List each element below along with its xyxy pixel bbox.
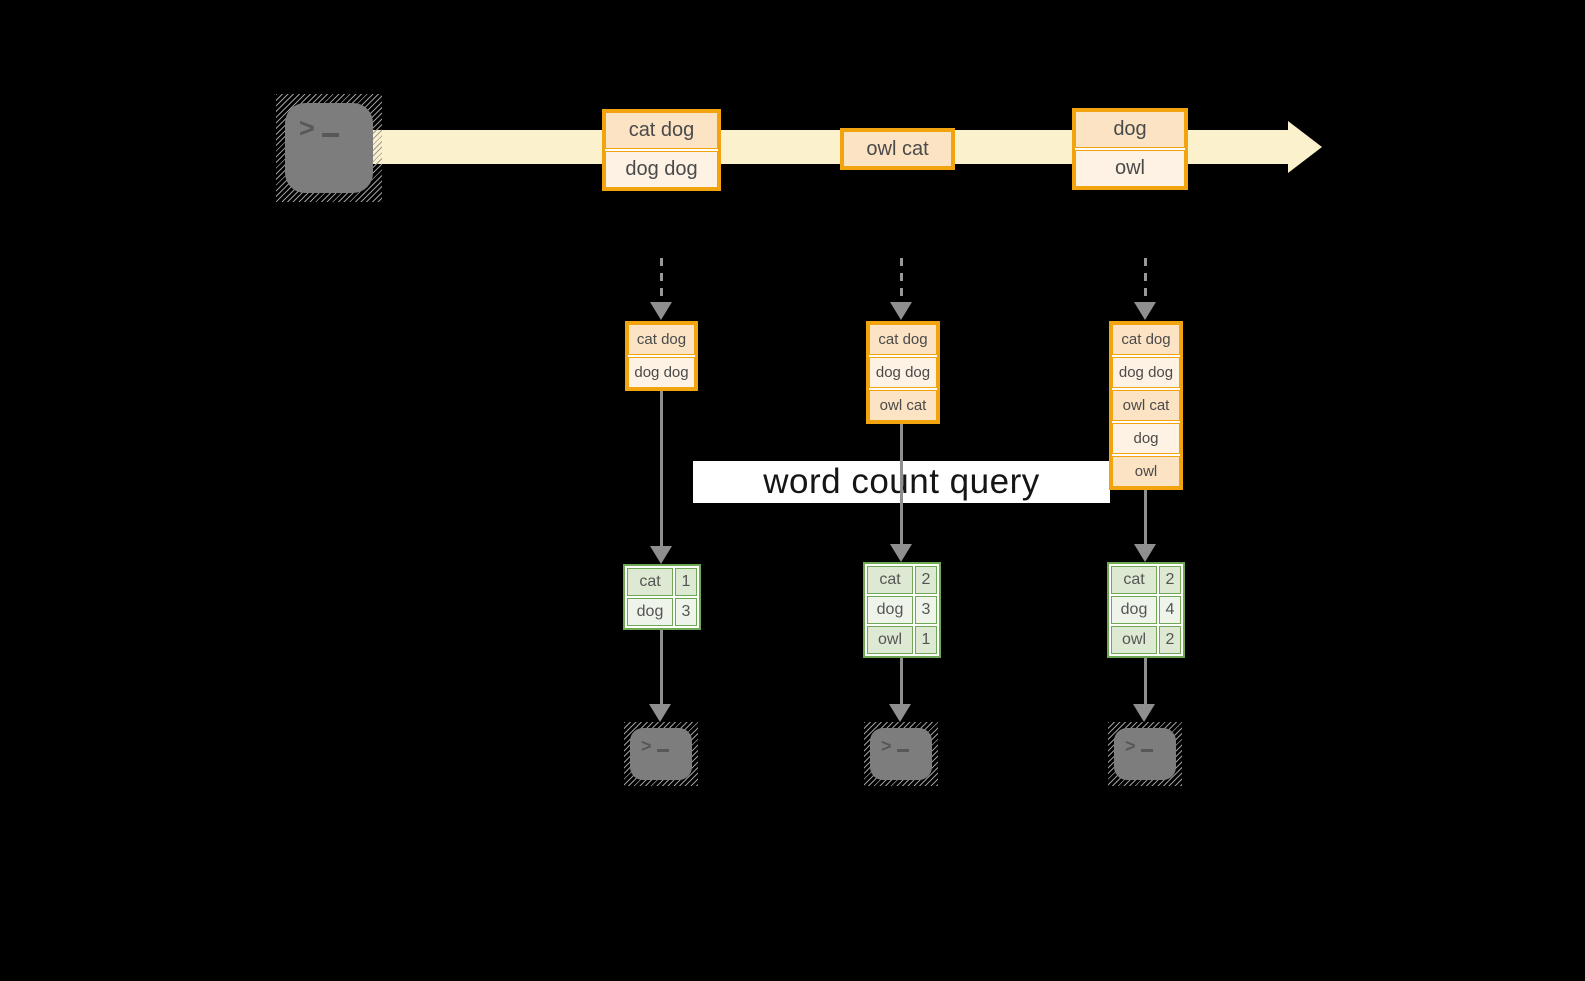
- count-cell: 4: [1159, 596, 1181, 624]
- batch-item: owl cat: [843, 131, 952, 167]
- word-cell: dog: [867, 596, 913, 624]
- prompt-cursor-icon: [656, 749, 669, 752]
- query-arrow-line: [660, 387, 663, 546]
- terminal-window-icon: >: [630, 728, 692, 780]
- input-table-2: cat dog dog dog owl cat: [866, 321, 940, 424]
- input-row: owl cat: [869, 390, 937, 421]
- sink-terminal-icon: >: [1108, 722, 1182, 786]
- terminal-prompt-icon: >: [641, 737, 692, 755]
- terminal-window-icon: >: [870, 728, 932, 780]
- output-arrowhead-icon: [649, 704, 671, 722]
- stream-batch-3: dog owl: [1072, 108, 1188, 190]
- count-cell: 1: [915, 626, 937, 654]
- batch-item: dog: [1075, 111, 1185, 148]
- prompt-chevron-icon: >: [299, 113, 315, 143]
- prompt-cursor-icon: [896, 749, 909, 752]
- input-row: cat dog: [628, 324, 695, 355]
- terminal-window-icon: >: [285, 103, 373, 193]
- input-table-1: cat dog dog dog: [625, 321, 698, 391]
- result-table-3: cat 2 dog 4 owl 2: [1107, 562, 1185, 658]
- word-cell: cat: [867, 566, 913, 594]
- microbatch-arrow-line: [660, 258, 663, 304]
- batch-item: cat dog: [605, 112, 718, 149]
- result-table-2: cat 2 dog 3 owl 1: [863, 562, 941, 658]
- query-arrowhead-icon: [650, 546, 672, 564]
- output-arrow-line: [1144, 658, 1147, 706]
- query-arrowhead-icon: [890, 544, 912, 562]
- prompt-chevron-icon: >: [1125, 736, 1136, 756]
- prompt-chevron-icon: >: [881, 736, 892, 756]
- terminal-prompt-icon: >: [881, 737, 932, 755]
- stream-batch-2: owl cat: [840, 128, 955, 170]
- sink-terminal-icon: >: [864, 722, 938, 786]
- output-arrowhead-icon: [889, 704, 911, 722]
- result-table-1: cat 1 dog 3: [623, 564, 701, 630]
- output-arrow-line: [900, 658, 903, 706]
- input-row: cat dog: [1112, 324, 1180, 355]
- prompt-chevron-icon: >: [641, 736, 652, 756]
- input-row: cat dog: [869, 324, 937, 355]
- word-cell: dog: [627, 598, 673, 626]
- batch-item: dog dog: [605, 151, 718, 188]
- count-cell: 1: [675, 568, 697, 596]
- source-terminal-icon: >: [276, 94, 382, 202]
- microbatch-arrowhead-icon: [890, 302, 912, 320]
- input-row: dog dog: [869, 357, 937, 388]
- microbatch-arrowhead-icon: [650, 302, 672, 320]
- terminal-prompt-icon: >: [1125, 737, 1176, 755]
- prompt-cursor-icon: [1140, 749, 1153, 752]
- word-cell: owl: [1111, 626, 1157, 654]
- input-row: dog: [1112, 423, 1180, 454]
- input-row: owl: [1112, 456, 1180, 487]
- word-cell: dog: [1111, 596, 1157, 624]
- input-table-3: cat dog dog dog owl cat dog owl: [1109, 321, 1183, 490]
- microbatch-arrowhead-icon: [1134, 302, 1156, 320]
- microbatch-arrow-line: [900, 258, 903, 304]
- word-cell: cat: [627, 568, 673, 596]
- count-cell: 2: [915, 566, 937, 594]
- stream-arrowhead-icon: [1288, 121, 1322, 173]
- stream-batch-1: cat dog dog dog: [602, 109, 721, 191]
- query-arrow-line: [1144, 480, 1147, 544]
- count-cell: 2: [1159, 566, 1181, 594]
- prompt-cursor-icon: [321, 133, 339, 137]
- count-cell: 3: [915, 596, 937, 624]
- query-arrowhead-icon: [1134, 544, 1156, 562]
- word-cell: owl: [867, 626, 913, 654]
- terminal-prompt-icon: >: [299, 115, 373, 142]
- count-cell: 2: [1159, 626, 1181, 654]
- batch-item: owl: [1075, 150, 1185, 187]
- count-cell: 3: [675, 598, 697, 626]
- input-row: dog dog: [628, 357, 695, 388]
- word-cell: cat: [1111, 566, 1157, 594]
- output-arrow-line: [660, 630, 663, 706]
- terminal-window-icon: >: [1114, 728, 1176, 780]
- input-row: dog dog: [1112, 357, 1180, 388]
- input-row: owl cat: [1112, 390, 1180, 421]
- sink-terminal-icon: >: [624, 722, 698, 786]
- output-arrowhead-icon: [1133, 704, 1155, 722]
- microbatch-arrow-line: [1144, 258, 1147, 304]
- query-arrow-line: [900, 418, 903, 544]
